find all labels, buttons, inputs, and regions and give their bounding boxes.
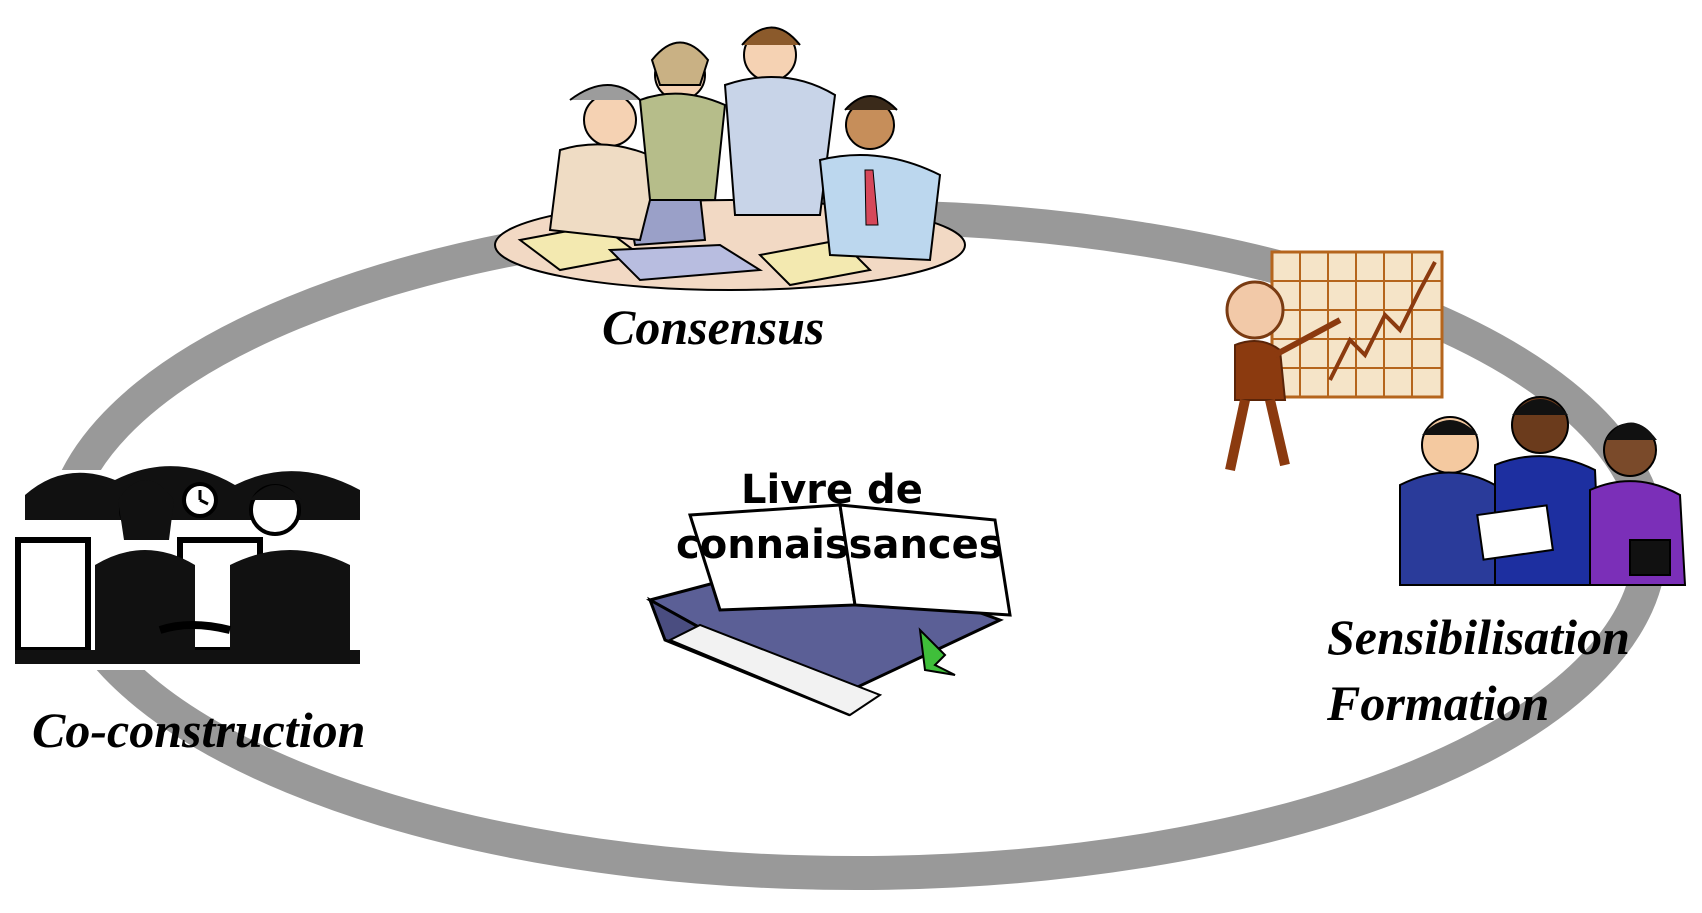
center-label-line2: connaissances xyxy=(676,522,1003,568)
team-meeting-laptop-icon xyxy=(494,26,966,291)
node-label-co-construction: Co-construction xyxy=(32,702,366,758)
node-label-consensus: Consensus xyxy=(602,299,825,355)
presenter-chart-audience-icon xyxy=(1225,250,1687,586)
node-label-sensibilisation: Sensibilisation xyxy=(1327,609,1630,665)
center-label-line1: Livre de xyxy=(741,467,923,513)
book-icon xyxy=(646,503,1012,717)
handshake-office-icon xyxy=(15,466,360,670)
node-label-formation: Formation xyxy=(1327,675,1550,731)
